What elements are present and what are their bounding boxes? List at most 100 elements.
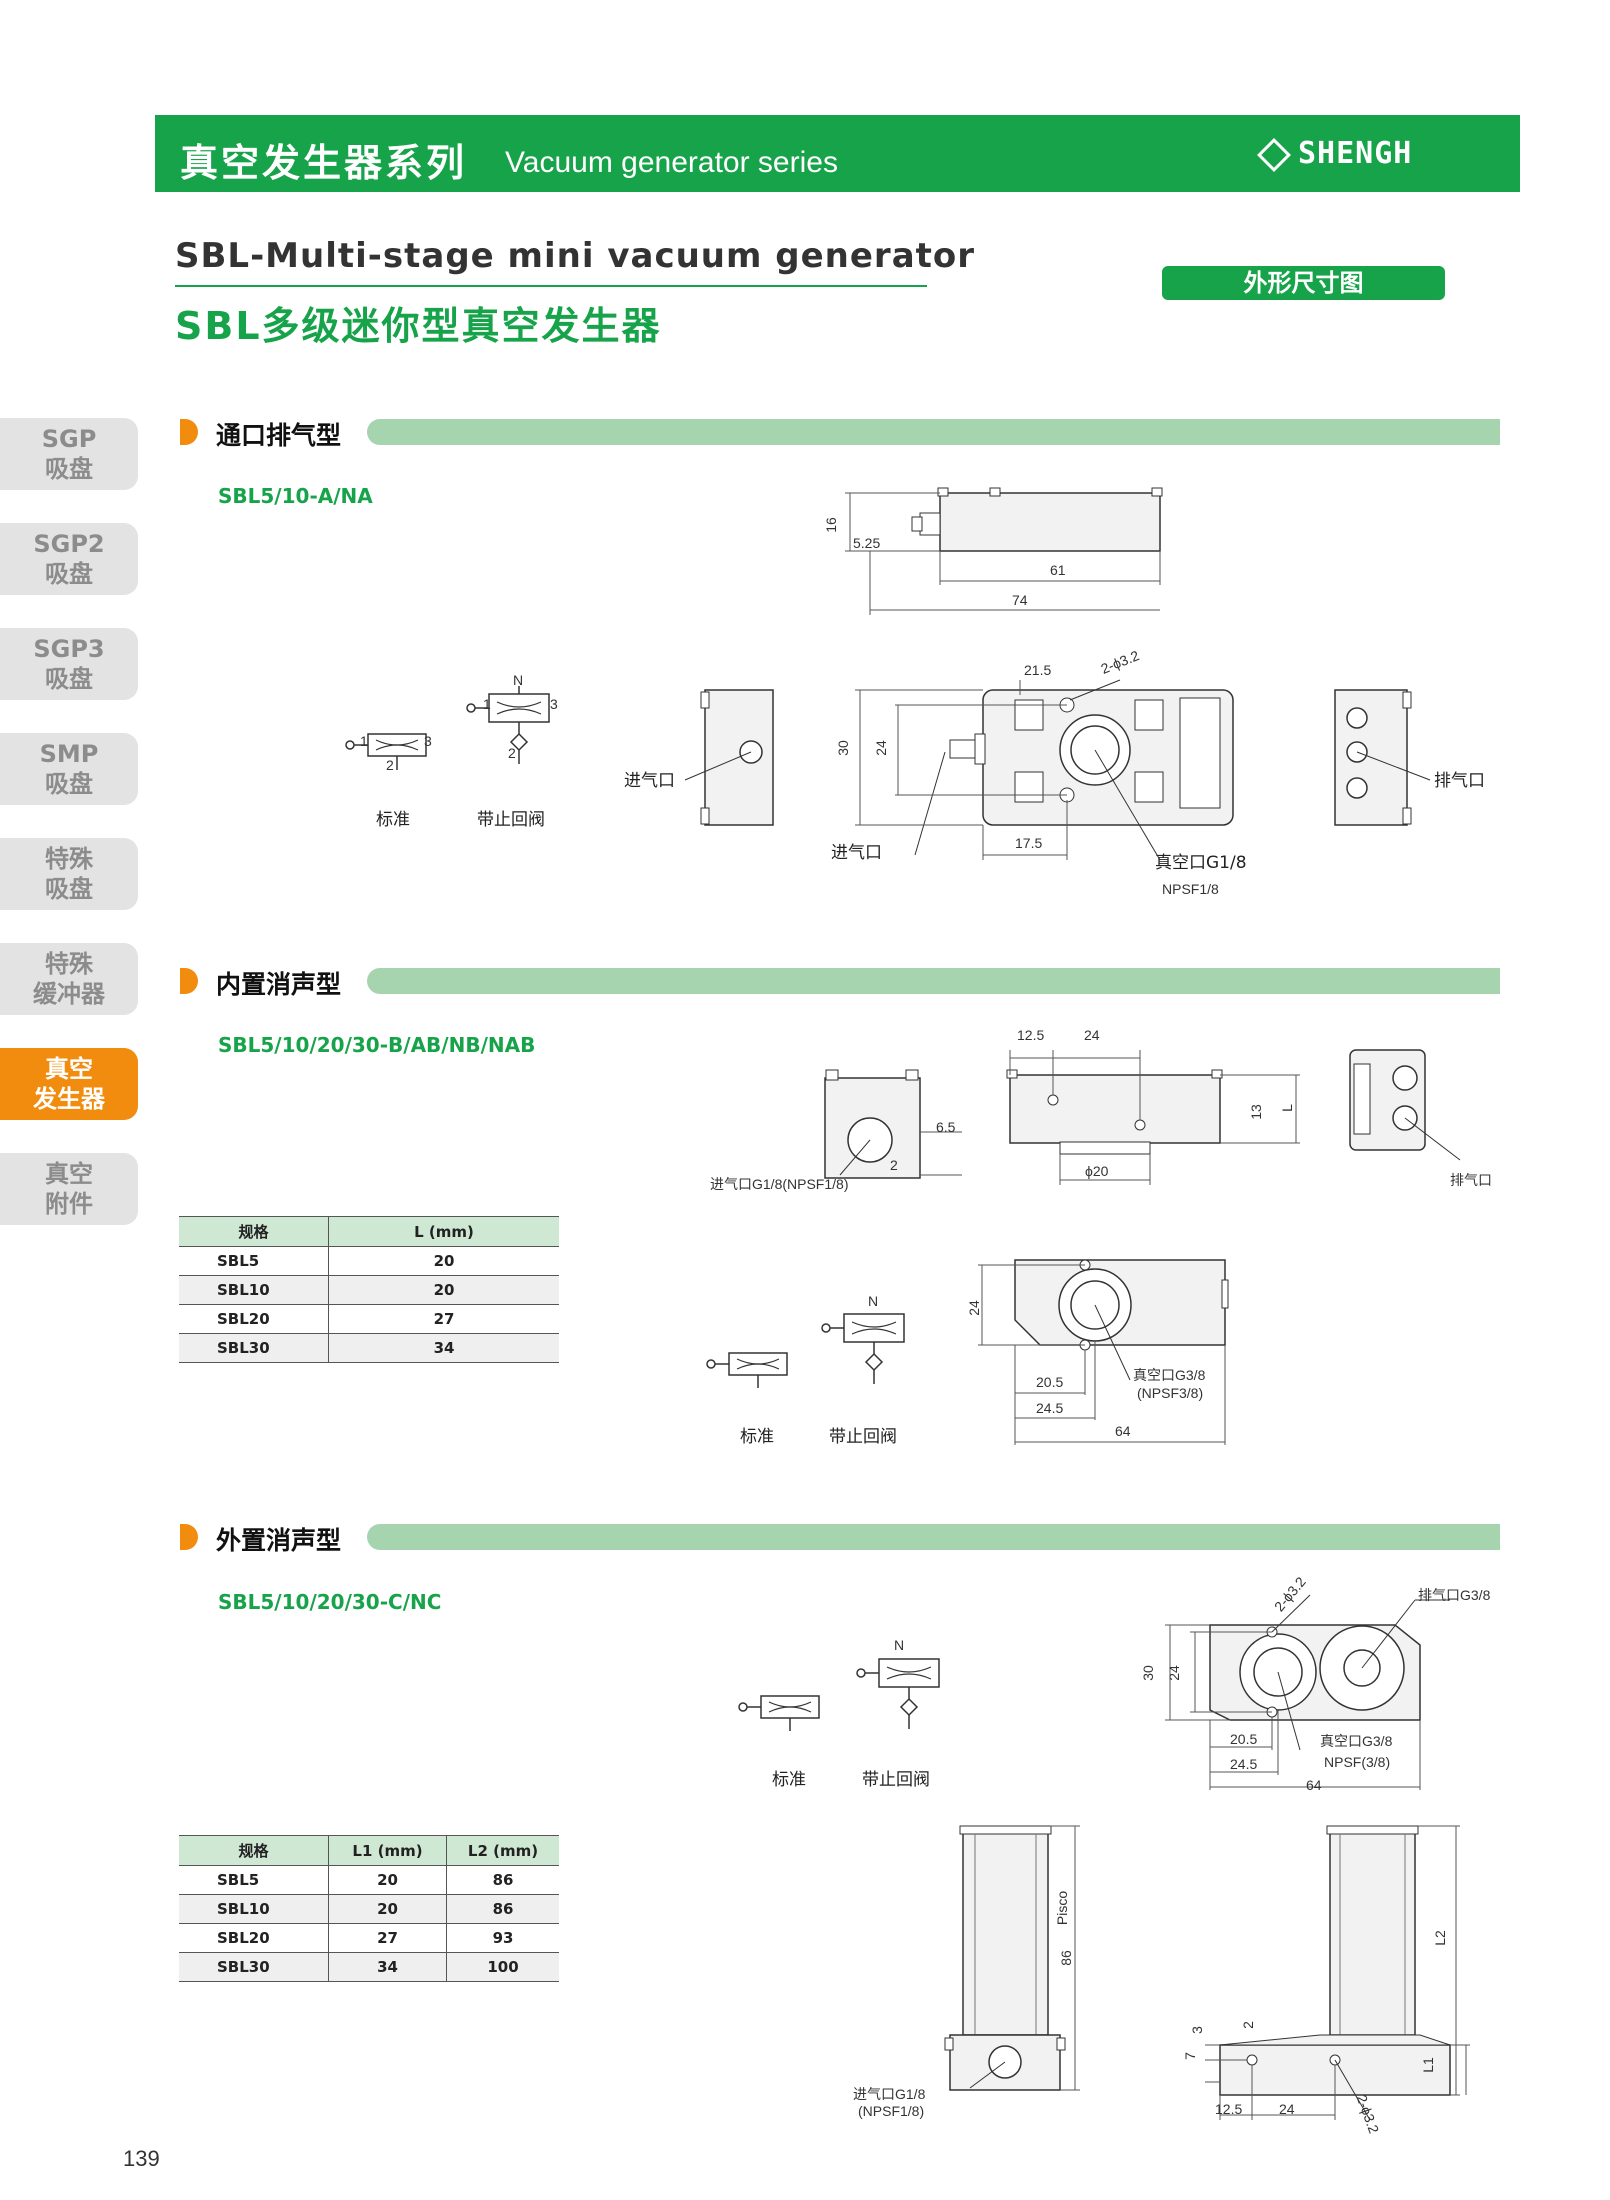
tab-line1: SGP3 xyxy=(33,635,105,663)
dim-5-25: 5.25 xyxy=(853,535,881,551)
table-cell: 86 xyxy=(446,1894,559,1924)
sidebar-tab-special-cup[interactable]: 特殊吸盘 xyxy=(0,838,138,910)
dim-6-5: 6.5 xyxy=(936,1119,956,1135)
sym-port-3b: 3 xyxy=(550,696,558,712)
sym-port-2b: 2 xyxy=(508,745,516,761)
sym-port-1: 1 xyxy=(360,733,368,749)
table-header-cell: L2 (mm) xyxy=(446,1835,559,1866)
section2-bottom-view xyxy=(970,1250,1250,1450)
table-cell: 100 xyxy=(446,1952,559,1982)
section2-bar xyxy=(367,968,1500,994)
dim-86: 86 xyxy=(1057,1950,1074,1966)
tab-line1: 真空 xyxy=(45,1160,93,1188)
tab-line2: 吸盘 xyxy=(45,560,93,588)
dim-24-s3: 24 xyxy=(1165,1665,1182,1681)
dim-24: 24 xyxy=(872,740,889,756)
table-cell: 20 xyxy=(328,1894,447,1924)
sym-n-3: N xyxy=(894,1637,905,1653)
section1-exhaust-label: 排气口 xyxy=(1434,771,1485,791)
section3-side-view xyxy=(900,1820,1100,2120)
section3-npsf-label: NPSF(3/8) xyxy=(1324,1754,1391,1770)
product-title-cn: SBL多级迷你型真空发生器 xyxy=(175,304,662,348)
sidebar-tab-vacuum-accessory[interactable]: 真空附件 xyxy=(0,1153,138,1225)
dim-24b-s3: 24 xyxy=(1279,2101,1295,2117)
section3-model: SBL5/10/20/30-C/NC xyxy=(218,1590,442,1614)
table-cell: SBL10 xyxy=(179,1894,329,1924)
section1-front-views xyxy=(615,680,1515,910)
tab-line2: 吸盘 xyxy=(45,665,93,693)
table-cell: 27 xyxy=(328,1923,447,1953)
sidebar-tab-vacuum-generator[interactable]: 真空发生器 xyxy=(0,1048,138,1120)
table-cell: SBL5 xyxy=(179,1865,329,1895)
tab-line2: 缓冲器 xyxy=(33,980,105,1008)
table-header-cell: L (mm) xyxy=(328,1216,559,1247)
section1-bar xyxy=(367,419,1500,445)
table-cell: 34 xyxy=(328,1952,447,1982)
section-marker-icon xyxy=(180,1524,198,1550)
table-cell: 34 xyxy=(328,1333,559,1363)
section3-brand-label: Pisco xyxy=(1054,1890,1071,1926)
dim-phi-3-2: 2-ϕ3.2 xyxy=(1098,647,1142,677)
section1-inlet-label: 进气口 xyxy=(624,771,675,791)
section3-inlet-npsf-label: (NPSF1/8) xyxy=(858,2103,925,2119)
table-cell: SBL5 xyxy=(179,1246,329,1276)
section1-symbol-check xyxy=(465,672,585,802)
dimension-badge: 外形尺寸图 xyxy=(1162,266,1445,300)
title-underline xyxy=(175,285,927,287)
section3-inlet-label: 进气口G1/8 xyxy=(853,2086,926,2102)
dim-12-5-s3: 12.5 xyxy=(1215,2101,1243,2117)
dim-7: 7 xyxy=(1181,2052,1198,2060)
dim-3: 3 xyxy=(1188,2026,1205,2034)
section-marker-icon xyxy=(180,419,198,445)
section2-exhaust-label: 排气口 xyxy=(1450,1172,1492,1188)
dim-17-5: 17.5 xyxy=(1015,835,1043,851)
tab-line2: 吸盘 xyxy=(45,875,93,903)
logo-text: SHENGH xyxy=(1298,136,1413,171)
dim-20-5-s3: 20.5 xyxy=(1230,1731,1258,1747)
tab-line1: SGP2 xyxy=(33,530,105,558)
section1-top-view xyxy=(830,485,1170,620)
table-cell: SBL20 xyxy=(179,1304,329,1334)
header-title-cn: 真空发生器系列 xyxy=(180,141,468,185)
tab-line2: 吸盘 xyxy=(45,455,93,483)
section2-symbol-standard xyxy=(705,1340,815,1390)
section1-symbol-standard xyxy=(340,670,560,780)
table-cell: SBL30 xyxy=(179,1333,329,1363)
tab-line2: 发生器 xyxy=(33,1085,105,1113)
table-cell: 20 xyxy=(328,1275,559,1305)
dim-64: 64 xyxy=(1115,1423,1131,1439)
table-cell: SBL20 xyxy=(179,1923,329,1953)
brand-logo: SHENGH xyxy=(1257,136,1413,172)
tab-line1: SGP xyxy=(41,425,97,453)
table-cell: SBL10 xyxy=(179,1275,329,1305)
section3-title: 外置消声型 xyxy=(216,1526,342,1555)
section2-vacuum-label: 真空口G3/8 xyxy=(1133,1367,1206,1383)
sidebar-tab-special-buffer[interactable]: 特殊缓冲器 xyxy=(0,943,138,1015)
dim-12-5: 12.5 xyxy=(1017,1027,1045,1043)
sym-port-1b: 1 xyxy=(483,696,491,712)
table-header-cell: 规格 xyxy=(179,1216,329,1247)
dim-L: L xyxy=(1278,1104,1295,1112)
dim-L2: L2 xyxy=(1431,1930,1448,1946)
sym-n: N xyxy=(513,672,524,688)
table-cell: 20 xyxy=(328,1865,447,1895)
sym-port-2: 2 xyxy=(386,757,394,773)
dim-24: 24 xyxy=(1084,1027,1100,1043)
section3-symbol-standard xyxy=(737,1683,847,1733)
table-header-cell: L1 (mm) xyxy=(328,1835,447,1866)
section-marker-icon xyxy=(180,968,198,994)
table-cell: 93 xyxy=(446,1923,559,1953)
header-bar xyxy=(155,115,1520,192)
symbol-check-label-3: 带止回阀 xyxy=(862,1770,930,1790)
tab-line1: SMP xyxy=(39,740,99,768)
